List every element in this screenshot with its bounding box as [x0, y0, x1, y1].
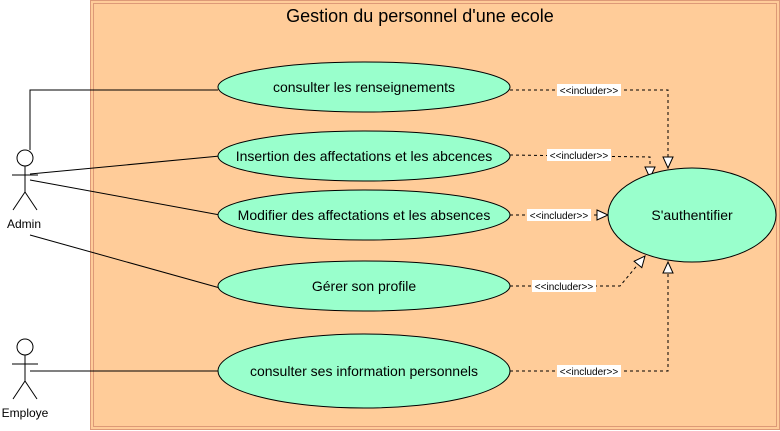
actor-employe[interactable]: Employe: [2, 338, 49, 420]
use-case-label: Insertion des affectations et les abcenc…: [236, 148, 493, 164]
include-label-uc5: <<includer>>: [560, 367, 619, 378]
use-case-label: S'authentifier: [651, 207, 733, 223]
associations: [29, 89, 221, 372]
actor-admin[interactable]: Admin: [7, 149, 41, 231]
association-admin-uc1: [29, 89, 218, 150]
use-case-gerer-profile[interactable]: Gérer son profile: [217, 260, 511, 312]
include-label-uc2: <<includer>>: [550, 151, 609, 162]
include-labels: <<includer>> <<includer>> <<includer>> <…: [527, 84, 621, 378]
use-case-label: Modifier des affectations et les absence…: [238, 207, 491, 223]
include-label-uc4: <<includer>>: [535, 282, 594, 293]
use-case-modifier-affectations[interactable]: Modifier des affectations et les absence…: [217, 189, 511, 241]
include-label-uc3: <<includer>>: [530, 211, 589, 222]
actor-label: Employe: [2, 406, 49, 420]
use-case-authentifier[interactable]: S'authentifier: [607, 167, 777, 263]
use-case-insertion-affectations[interactable]: Insertion des affectations et les abcenc…: [217, 130, 511, 182]
use-case-label: consulter ses information personnels: [250, 363, 478, 379]
association-admin-uc3: [29, 179, 221, 216]
association-admin-uc2: [29, 155, 221, 175]
actor-label: Admin: [7, 217, 41, 231]
include-arrow-uc1: [510, 89, 674, 170]
stick-figure-icon: [12, 149, 38, 211]
include-arrow-uc5: [510, 260, 674, 372]
use-case-consulter-renseignements[interactable]: consulter les renseignements: [217, 61, 511, 113]
use-case-label: Gérer son profile: [312, 278, 416, 294]
use-case-label: consulter les renseignements: [273, 79, 455, 95]
include-arrow-uc2: [509, 154, 656, 180]
system-title: Gestion du personnel d'une ecole: [286, 6, 554, 26]
stick-figure-icon: [12, 338, 38, 400]
use-case-consulter-informations[interactable]: consulter ses information personnels: [217, 333, 511, 409]
include-label-uc1: <<includer>>: [560, 86, 619, 97]
association-admin-uc4: [29, 234, 221, 289]
